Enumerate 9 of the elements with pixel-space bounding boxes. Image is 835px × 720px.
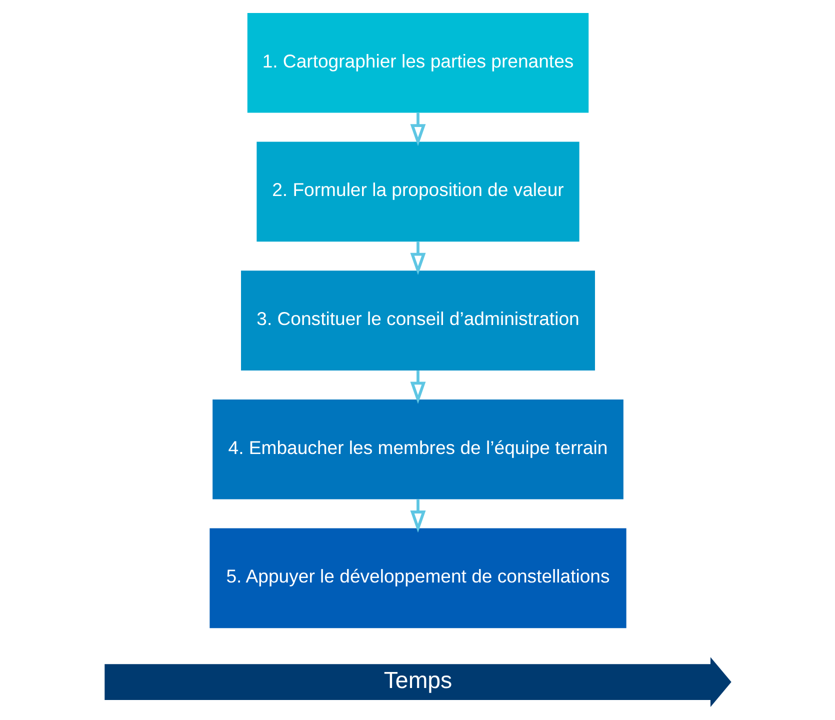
arrow <box>410 112 426 146</box>
node-box: 1. Cartographier les parties prenantes <box>246 12 588 113</box>
node-box: 4. Embaucher les membres de l’équipe terrain <box>212 399 623 500</box>
node-box: 2. Formuler la proposition de valeur <box>256 142 579 242</box>
node-box: 5. Appuyer le développement de constellations <box>209 528 626 628</box>
arrow <box>410 370 426 404</box>
arrow <box>410 499 426 533</box>
node-box: 3. Constituer le conseil d’administration <box>240 270 594 370</box>
arrow <box>410 242 426 275</box>
